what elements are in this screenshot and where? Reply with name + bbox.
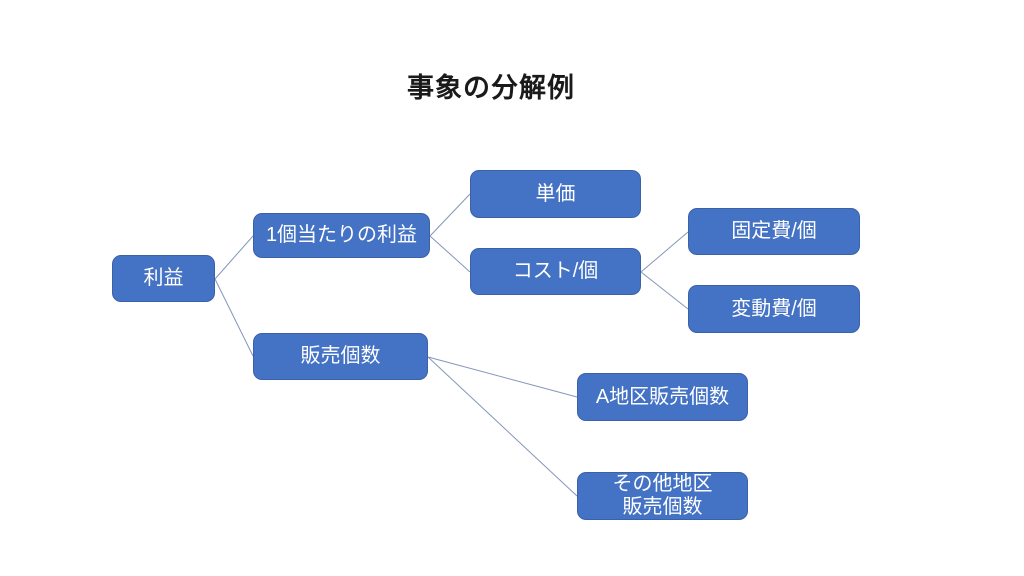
node-sales-quantity: 販売個数 [253, 333, 428, 380]
node-profit-per-unit: 1個当たりの利益 [253, 213, 430, 258]
node-cost-per-unit: コスト/個 [470, 248, 641, 295]
connector-profit-to-profit-per-unit [214, 235, 254, 280]
connector-profit-per-unit-to-unit-price [429, 193, 471, 237]
node-profit: 利益 [112, 255, 215, 302]
node-unit-price: 単価 [470, 170, 641, 218]
connector-cost-per-unit-to-variable-cost [640, 271, 689, 310]
connector-cost-per-unit-to-fixed-cost [640, 231, 689, 273]
connector-profit-to-sales-quantity [214, 278, 254, 357]
node-area-a-sales: A地区販売個数 [577, 373, 748, 421]
connector-sales-quantity-to-area-a-sales [427, 356, 578, 398]
node-fixed-cost-per-unit: 固定費/個 [688, 208, 860, 255]
diagram-title: 事象の分解例 [407, 73, 575, 103]
connector-profit-per-unit-to-cost-per-unit [429, 235, 471, 273]
node-variable-cost-per-unit: 変動費/個 [688, 285, 860, 333]
connector-sales-quantity-to-other-area-sales [427, 356, 578, 497]
node-other-area-sales: その他地区 販売個数 [577, 472, 748, 520]
